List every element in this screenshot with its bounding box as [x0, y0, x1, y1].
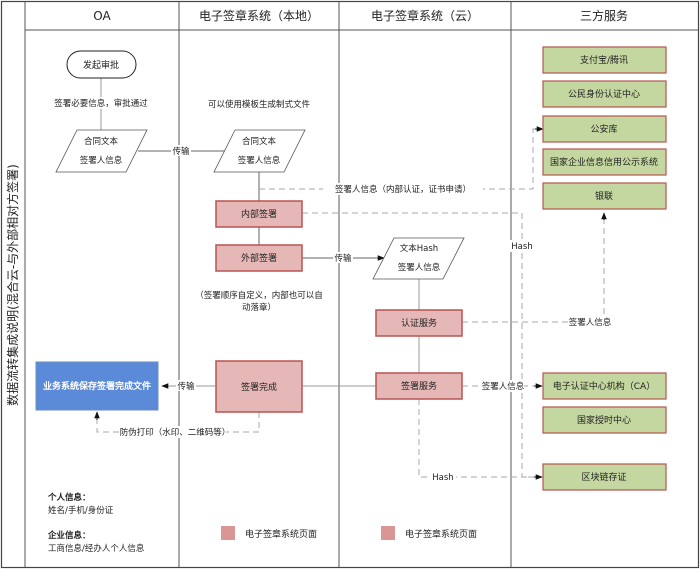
hash-blockchain-bg — [430, 471, 456, 483]
order-note-line1: （签署顺序自定义，内部也可以自 — [195, 290, 323, 301]
oa-doc-node[interactable] — [55, 129, 148, 173]
tsa-node[interactable] — [542, 406, 667, 434]
external-sign-label: 外部签署 — [241, 252, 277, 264]
signer-info-auth-bg — [568, 316, 612, 328]
edge-label-anti-forgery: 防伪打印（水印、二维码等） — [120, 427, 231, 438]
personal-info-title: 个人信息： — [47, 492, 91, 503]
service-label: 公民身份认证中心 — [568, 88, 640, 100]
service-label: 国家企业信息信用公示系统 — [550, 156, 658, 168]
oa-doc-line2: 签署人信息 — [80, 155, 123, 166]
oa-doc-line1: 合同文本 — [84, 136, 119, 147]
edge-signer-info-cert — [259, 128, 543, 190]
legend-swatch-1 — [221, 526, 235, 540]
service-label: 银联 — [595, 190, 613, 202]
tsa-label: 国家授时中心 — [577, 414, 631, 426]
local-doc-line2: 签署人信息 — [238, 155, 281, 166]
edge-label-signer-info-auth: 签署人信息 — [569, 317, 612, 328]
lane-header-local: 电子签章系统（本地） — [199, 8, 319, 23]
signer-info-ca-bg — [482, 380, 524, 392]
start-node[interactable] — [66, 50, 137, 79]
corp-info-value: 工商信息/经办人个人信息 — [48, 543, 145, 554]
edge-label-transfer1: 传输 — [172, 146, 190, 157]
save-file-label: 业务系统保存签署完成文件 — [43, 380, 151, 392]
ca-label: 电子认证中心机构（CA） — [553, 380, 655, 392]
transfer3-bg — [176, 380, 196, 391]
lane-header-cloud: 电子签章系统（云） — [371, 8, 479, 23]
service-unionpay[interactable] — [542, 182, 667, 210]
cloud-doc-node[interactable] — [372, 237, 465, 280]
edge-label-transfer2: 传输 — [334, 253, 352, 264]
start-note: 签署必要信息，审批通过 — [54, 98, 148, 109]
sign-service-label: 签署服务 — [401, 380, 437, 392]
service-label: 公安库 — [590, 123, 617, 135]
edge-label-hash-blockchain: Hash — [432, 473, 453, 483]
blockchain-node[interactable] — [542, 463, 667, 491]
service-enterprise-credit-system[interactable] — [542, 148, 667, 176]
ca-node[interactable] — [542, 372, 667, 400]
external-sign-node[interactable] — [215, 244, 303, 272]
anti-forgery-bg — [124, 426, 226, 438]
edge-hash-blockchain — [418, 399, 541, 478]
third-party-services: 支付宝/腾讯 公民身份认证中心 公安库 国家企业信息信用公示系统 银联 — [542, 46, 667, 210]
service-label: 支付宝/腾讯 — [580, 54, 628, 66]
template-note: 可以使用模板生成制式文件 — [208, 99, 311, 110]
sign-service-node[interactable] — [375, 372, 463, 400]
cloud-doc-line2: 签署人信息 — [398, 262, 441, 273]
signer-info-cert-bg — [323, 183, 483, 195]
edge-label-transfer3: 传输 — [177, 381, 195, 392]
lane-header-oa: OA — [93, 9, 111, 23]
save-file-node[interactable] — [35, 361, 159, 411]
edge-label-signer-info-cert: 签署人信息（内部认证，证书申请） — [335, 184, 471, 195]
transfer2-bg — [333, 252, 353, 263]
internal-sign-node[interactable] — [215, 200, 303, 228]
legend-label-2: 电子签章系统页面 — [405, 528, 477, 540]
service-alipay-tencent[interactable] — [542, 46, 667, 74]
hash-internal-bg — [510, 240, 534, 252]
cloud-doc-line1: 文本Hash — [400, 243, 438, 254]
sign-complete-label: 签署完成 — [241, 381, 277, 393]
service-public-security-db[interactable] — [542, 115, 667, 143]
internal-sign-label: 内部签署 — [241, 208, 277, 220]
legend-swatch-2 — [381, 526, 395, 540]
edge-signer-info-auth — [462, 215, 605, 323]
local-doc-line1: 合同文本 — [242, 136, 277, 147]
sign-complete-node[interactable] — [215, 360, 303, 413]
blockchain-label: 区块链存证 — [581, 471, 626, 483]
auth-service-label: 认证服务 — [401, 317, 437, 329]
edge-label-signer-info-ca: 签署人信息 — [482, 381, 525, 392]
auth-service-node[interactable] — [375, 309, 463, 337]
corp-info-title: 企业信息： — [47, 530, 91, 541]
side-title: 数据流转集成说明(混合云-与外部相对方签署) — [5, 164, 20, 406]
transfer1-bg — [171, 145, 191, 156]
service-citizen-id-center[interactable] — [542, 80, 667, 108]
personal-info-value: 姓名/手机/身份证 — [48, 505, 114, 516]
local-doc-node[interactable] — [213, 129, 306, 173]
lane-header-third-party: 三方服务 — [580, 8, 628, 23]
legend-label-1: 电子签章系统页面 — [245, 528, 317, 540]
edge-label-hash-internal: Hash — [511, 242, 532, 252]
start-note-bg — [55, 97, 147, 109]
order-note-line2: 动落章） — [242, 302, 276, 313]
start-node-label: 发起审批 — [83, 59, 119, 71]
